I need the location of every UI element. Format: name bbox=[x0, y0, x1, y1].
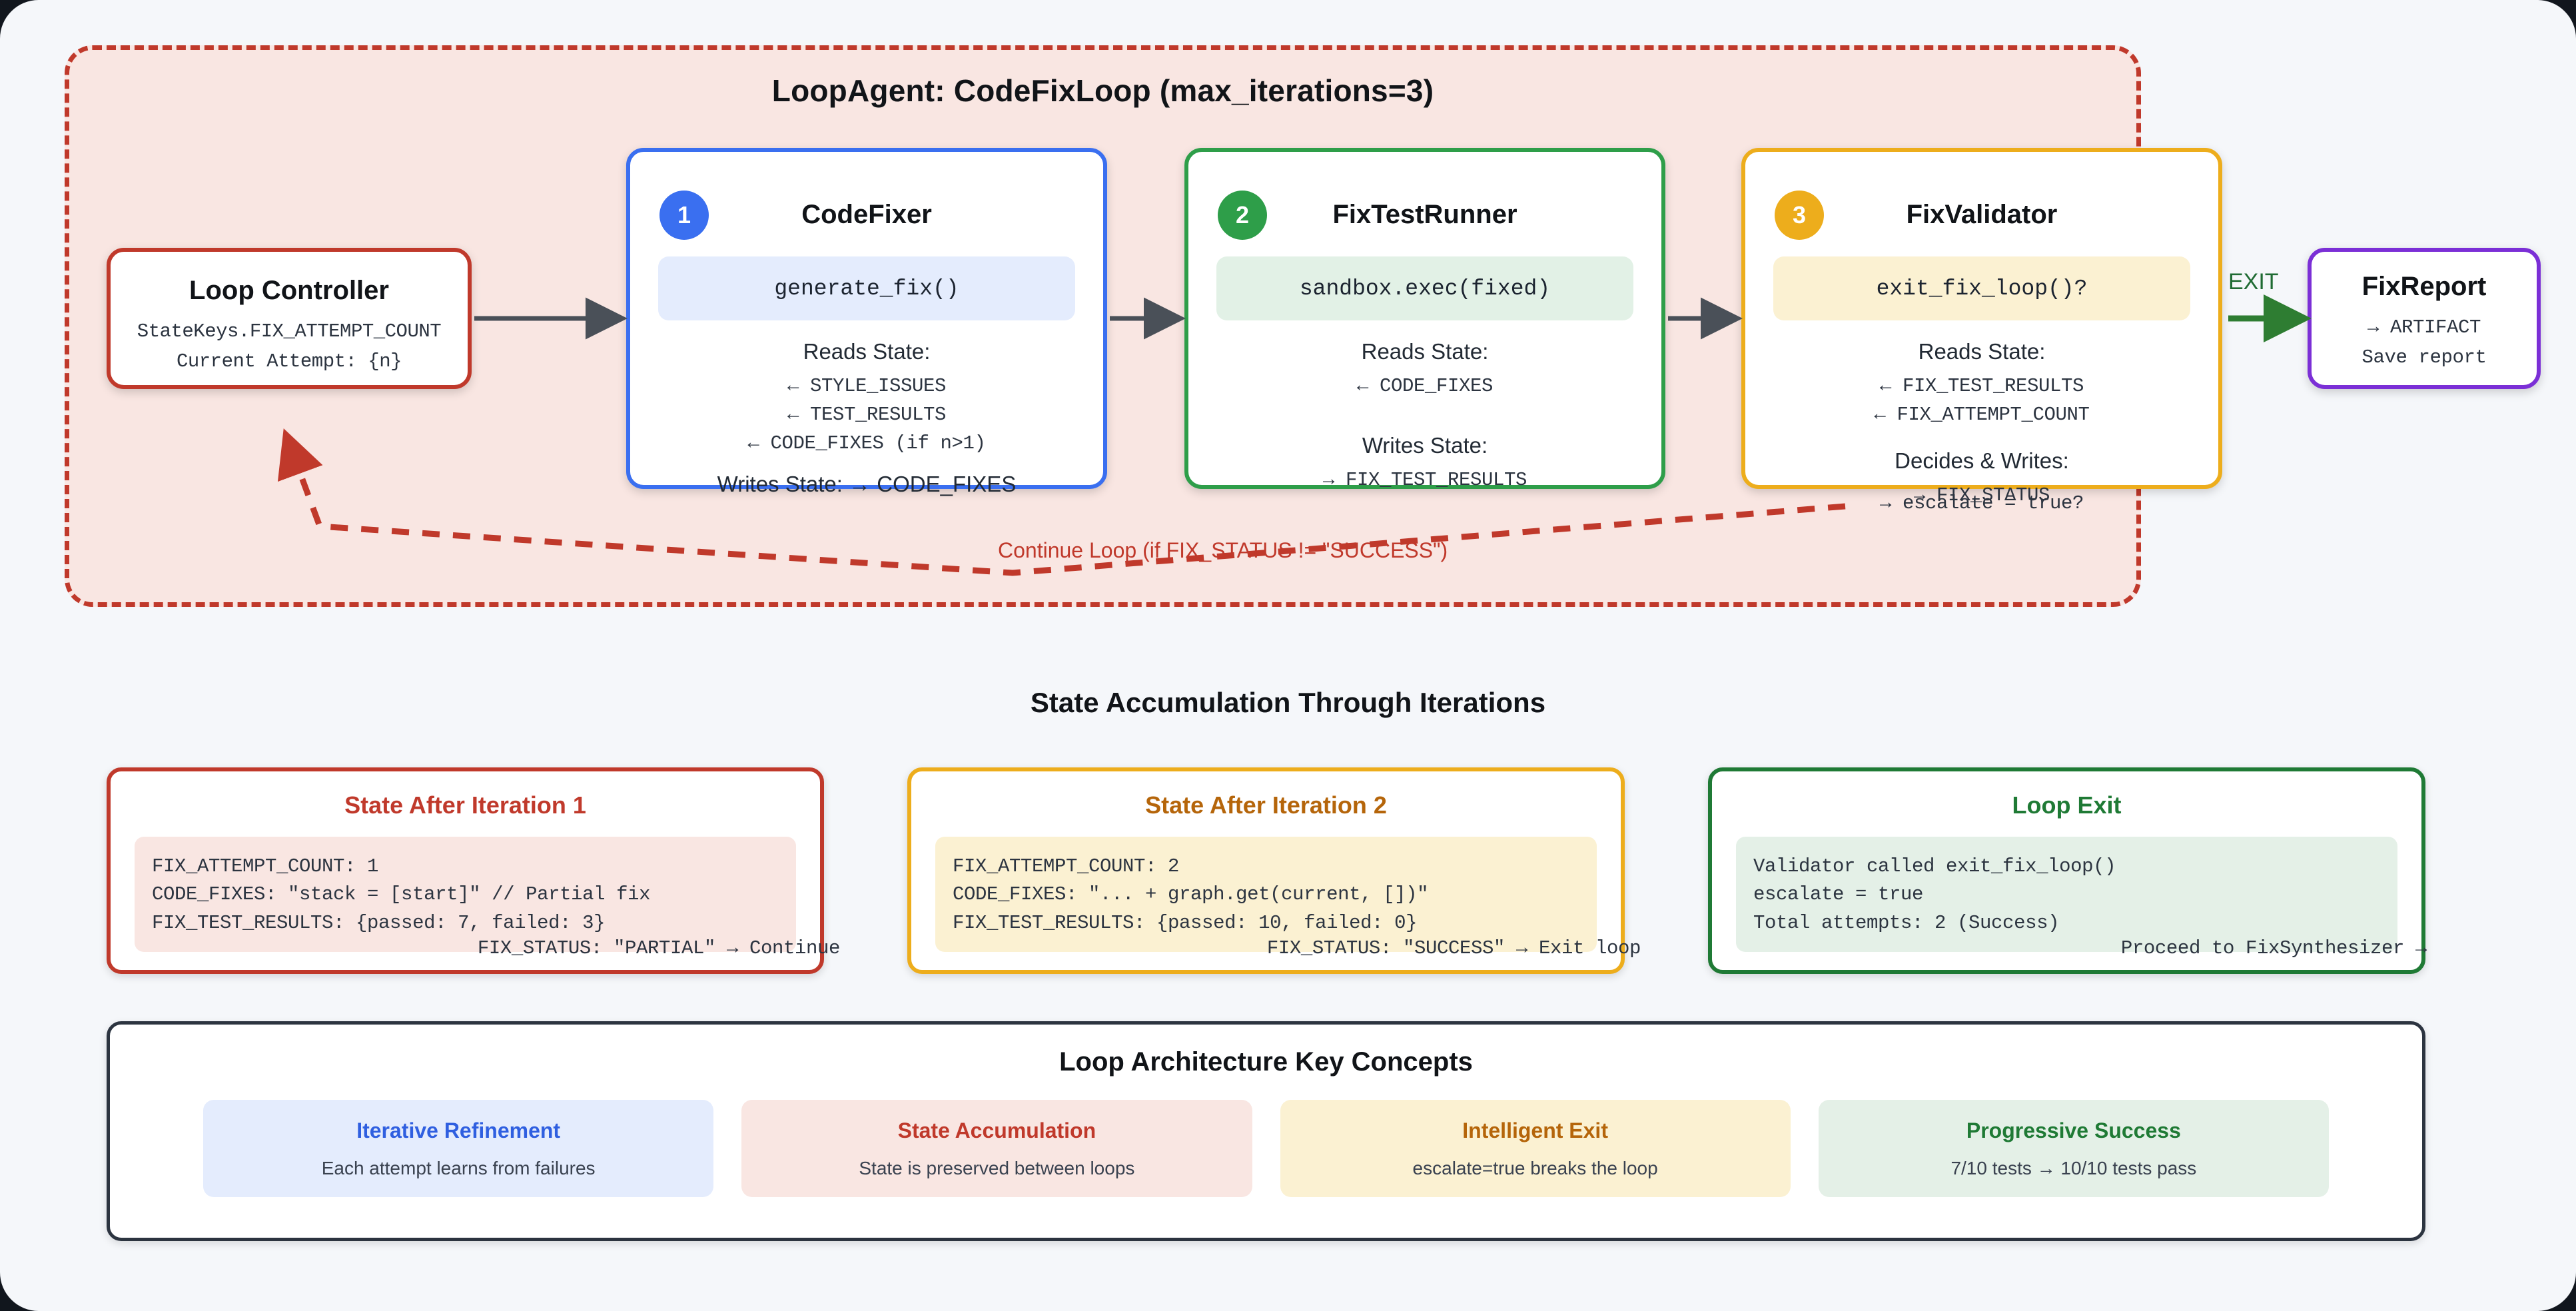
loop-controller-title: Loop Controller bbox=[189, 276, 389, 305]
state-card-title: State After Iteration 1 bbox=[344, 791, 586, 819]
continue-loop-label: Continue Loop (if FIX_STATUS != "SUCCESS… bbox=[998, 538, 1448, 562]
key-concepts-title: Loop Architecture Key Concepts bbox=[1059, 1047, 1473, 1077]
state-card-iteration-1[interactable]: State After Iteration 1 FIX_ATTEMPT_COUN… bbox=[107, 767, 840, 974]
loop-controller-attempt: Current Attempt: {n} bbox=[176, 350, 402, 372]
node-codefixer-title: CodeFixer bbox=[801, 200, 932, 229]
exit-label: EXIT bbox=[2228, 269, 2279, 294]
state-section-heading: State Accumulation Through Iterations bbox=[1030, 687, 1546, 718]
state-line: FIX_ATTEMPT_COUNT: 2 bbox=[953, 855, 1180, 877]
concept-state-accumulation[interactable]: State Accumulation State is preserved be… bbox=[741, 1100, 1252, 1197]
state-line: FIX_TEST_RESULTS: {passed: 7, failed: 3} bbox=[152, 911, 606, 934]
state-card-body: FIX_ATTEMPT_COUNT: 2 CODE_FIXES: "... + … bbox=[935, 837, 1597, 952]
node-fixvalidator-title: FixValidator bbox=[1906, 200, 2058, 229]
node-fixvalidator-code: exit_fix_loop()? bbox=[1773, 256, 2190, 320]
node-codefixer-code: generate_fix() bbox=[658, 256, 1075, 320]
state-card-iteration-2[interactable]: State After Iteration 2 FIX_ATTEMPT_COUN… bbox=[907, 767, 1641, 974]
node-fixtestrunner-reads-label: Reads State: bbox=[1361, 339, 1489, 364]
node-fixvalidator-writes-label: Decides & Writes: bbox=[1895, 448, 2069, 473]
node-fixvalidator-reads-label: Reads State: bbox=[1918, 339, 2046, 364]
node-fixtestrunner-read-0: ← CODE_FIXES bbox=[1356, 375, 1494, 397]
concept-title: State Accumulation bbox=[897, 1118, 1096, 1142]
node-fixtestrunner-write-0: → FIX_TEST_RESULTS bbox=[1322, 469, 1527, 491]
node-fixvalidator-escalate: → escalate = true? bbox=[1879, 492, 2084, 514]
state-line: FIX_ATTEMPT_COUNT: 1 bbox=[152, 855, 379, 877]
concept-title: Iterative Refinement bbox=[356, 1118, 561, 1142]
state-card-body: Validator called exit_fix_loop() escalat… bbox=[1736, 837, 2397, 952]
state-card-title: Loop Exit bbox=[2012, 791, 2122, 819]
node-codefixer-writes: Writes State: → CODE_FIXES bbox=[717, 472, 1017, 496]
state-line: FIX_TEST_RESULTS: {passed: 10, failed: 0… bbox=[953, 911, 1418, 934]
node-fixreport[interactable]: FixReport → ARTIFACT Save report bbox=[2308, 248, 2541, 389]
step-badge-3: 3 bbox=[1775, 191, 1824, 240]
node-fixvalidator-read-1: ← FIX_ATTEMPT_COUNT bbox=[1874, 404, 2090, 426]
state-card-title: State After Iteration 2 bbox=[1145, 791, 1387, 819]
node-fixtestrunner[interactable]: 2 FixTestRunner sandbox.exec(fixed) Read… bbox=[1184, 148, 1665, 491]
node-fixtestrunner-title: FixTestRunner bbox=[1332, 200, 1517, 229]
node-codefixer[interactable]: 1 CodeFixer generate_fix() Reads State: … bbox=[626, 148, 1107, 496]
node-fixtestrunner-code: sandbox.exec(fixed) bbox=[1216, 256, 1633, 320]
concept-progressive-success[interactable]: Progressive Success 7/10 tests → 10/10 t… bbox=[1818, 1100, 2329, 1197]
node-codefixer-read-1: ← TEST_RESULTS bbox=[787, 404, 947, 426]
node-codefixer-reads-label: Reads State: bbox=[803, 339, 931, 364]
arrow-continue-loop-feedback bbox=[277, 428, 1846, 576]
state-card-footer: FIX_STATUS: "PARTIAL" → Continue bbox=[477, 937, 840, 959]
node-fixvalidator-write-0: → FIX_STATUS bbox=[1913, 484, 2050, 506]
state-line: Validator called exit_fix_loop() bbox=[1753, 855, 2116, 877]
concept-title: Intelligent Exit bbox=[1462, 1118, 1608, 1142]
concept-title: Progressive Success bbox=[1966, 1118, 2181, 1142]
state-line: CODE_FIXES: "... + graph.get(current, []… bbox=[953, 883, 1429, 906]
node-fixreport-title: FixReport bbox=[2361, 272, 2487, 301]
state-card-body: FIX_ATTEMPT_COUNT: 1 CODE_FIXES: "stack … bbox=[135, 837, 796, 952]
node-codefixer-read-0: ← STYLE_ISSUES bbox=[787, 375, 947, 397]
state-card-footer: FIX_STATUS: "SUCCESS" → Exit loop bbox=[1266, 937, 1641, 959]
node-fixreport-save: Save report bbox=[2361, 346, 2487, 368]
loop-agent-title: LoopAgent: CodeFixLoop (max_iterations=3… bbox=[771, 73, 1434, 108]
key-concepts-panel: Loop Architecture Key Concepts Iterative… bbox=[107, 1021, 2425, 1241]
state-card-footer: Proceed to FixSynthesizer → bbox=[2120, 937, 2427, 959]
state-line: Total attempts: 2 (Success) bbox=[1753, 911, 2060, 934]
loop-controller-state-key: StateKeys.FIX_ATTEMPT_COUNT bbox=[137, 320, 442, 342]
step-badge-1: 1 bbox=[659, 191, 709, 240]
concept-iterative-refinement[interactable]: Iterative Refinement Each attempt learns… bbox=[203, 1100, 714, 1197]
state-card-loop-exit[interactable]: Loop Exit Validator called exit_fix_loop… bbox=[1708, 767, 2427, 974]
loop-controller-node[interactable]: Loop Controller StateKeys.FIX_ATTEMPT_CO… bbox=[107, 248, 472, 389]
node-fixtestrunner-writes-label: Writes State: bbox=[1362, 433, 1488, 458]
node-codefixer-read-2: ← CODE_FIXES (if n>1) bbox=[747, 432, 986, 454]
node-fixvalidator[interactable]: 3 FixValidator exit_fix_loop()? Reads St… bbox=[1741, 148, 2222, 514]
node-fixreport-artifact: → ARTIFACT bbox=[2367, 316, 2481, 338]
concept-desc: Each attempt learns from failures bbox=[321, 1157, 596, 1178]
concept-desc: State is preserved between loops bbox=[859, 1157, 1135, 1178]
concept-intelligent-exit[interactable]: Intelligent Exit escalate=true breaks th… bbox=[1280, 1100, 1791, 1197]
state-line: escalate = true bbox=[1753, 883, 1924, 906]
concept-desc: 7/10 tests → 10/10 tests pass bbox=[1950, 1157, 2197, 1178]
concept-desc: escalate=true breaks the loop bbox=[1412, 1157, 1658, 1178]
node-fixvalidator-read-0: ← FIX_TEST_RESULTS bbox=[1879, 375, 2084, 397]
step-badge-2: 2 bbox=[1218, 191, 1267, 240]
key-concepts-row: Iterative Refinement Each attempt learns… bbox=[203, 1100, 2329, 1197]
state-line: CODE_FIXES: "stack = [start]" // Partial… bbox=[152, 883, 651, 906]
